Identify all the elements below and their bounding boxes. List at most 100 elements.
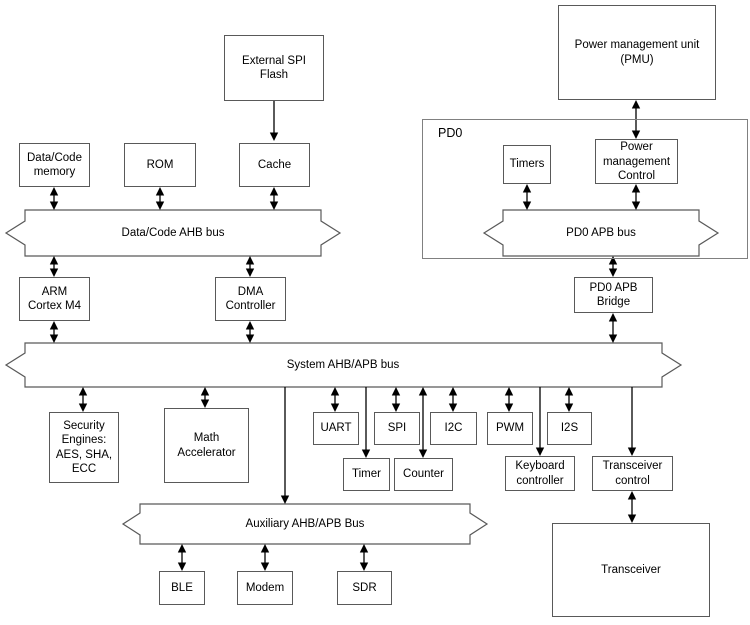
connector-auxbus-to-ble — [177, 544, 187, 571]
bus-label-system-ahb-apb: System AHB/APB bus — [286, 359, 400, 371]
math-accelerator-box-line: Accelerator — [177, 446, 236, 459]
arrowhead-down-pmu-to-pmcontrol — [631, 130, 641, 139]
timer-box-line: Timer — [352, 468, 381, 481]
i2c-box[interactable]: I2C — [430, 412, 477, 445]
external-spi-flash-box-line: External SPI — [242, 54, 306, 67]
bus-label-auxiliary-ahb-apb: Auxiliary AHB/APB Bus — [245, 518, 365, 530]
i2s-box-line: I2S — [560, 422, 579, 435]
connector-sysbus-to-pwm — [504, 387, 514, 412]
dma-controller-box-line: Controller — [225, 300, 276, 312]
timers-box-line: Timers — [509, 158, 545, 171]
pwm-box[interactable]: PWM — [487, 412, 533, 445]
connector-datacode-memory-to-bus — [49, 187, 59, 210]
bus-shape-pd0-apb — [482, 209, 720, 257]
arrowhead-down-sysbus-to-i2c — [448, 403, 458, 412]
arrowhead-up-pd0apb-to-bridge — [608, 256, 618, 265]
ble-box[interactable]: BLE — [159, 571, 205, 605]
arrowhead-down-cache-to-bus — [269, 201, 279, 210]
arrowhead-down-dma-to-sysbus — [245, 334, 255, 343]
ble-box-line: BLE — [171, 581, 193, 594]
keyboard-controller-box-line: controller — [516, 474, 564, 487]
modem-box[interactable]: Modem — [237, 571, 293, 605]
counter-box[interactable]: Counter — [394, 458, 453, 491]
rom-box-label: ROM — [147, 158, 174, 172]
i2s-box-label: I2S — [561, 421, 578, 435]
arrowhead-down-sysbus-to-pwm — [504, 403, 514, 412]
security-engines-box-line: Engines: — [61, 434, 107, 447]
arrowhead-down-rom-to-bus — [155, 201, 165, 210]
arrowhead-down-auxbus-to-sdr — [359, 562, 369, 571]
group-label-pd0: PD0 — [438, 126, 463, 140]
connector-sysbus-to-math — [200, 387, 210, 408]
sdr-box-label: SDR — [352, 581, 376, 595]
spi-box[interactable]: SPI — [374, 412, 420, 445]
arrowhead-down-sysbus-to-transceiver-control — [627, 447, 637, 456]
i2s-box[interactable]: I2S — [547, 412, 592, 445]
counter-box-line: Counter — [403, 468, 444, 481]
connector-bridge-to-sysbus — [608, 313, 618, 343]
transceiver-box-line: Transceiver — [601, 563, 661, 576]
connector-sysbus-to-transceiver-control — [627, 387, 637, 456]
transceiver-box-label: Transceiver — [601, 563, 661, 577]
transceiver-box[interactable]: Transceiver — [552, 523, 710, 617]
arrowhead-up-transceiver-control-to-transceiver — [627, 491, 637, 500]
arrowhead-down-bus-to-dma — [245, 268, 255, 277]
pwm-box-line: PWM — [495, 422, 525, 435]
rom-box[interactable]: ROM — [124, 143, 196, 187]
data-code-memory-box-line: Data/Code — [27, 151, 82, 164]
power-management-control-box-line: Control — [617, 169, 656, 182]
connector-sysbus-to-spi — [391, 387, 401, 412]
power-management-unit-box[interactable]: Power management unit(PMU) — [558, 5, 716, 100]
transceiver-control-box-line: Transceiver — [602, 460, 663, 473]
arm-cortex-m4-box-line: Cortex M4 — [27, 300, 82, 312]
uart-box[interactable]: UART — [313, 412, 359, 445]
sdr-box[interactable]: SDR — [337, 571, 392, 605]
cache-box[interactable]: Cache — [239, 143, 310, 187]
arrowhead-up-sysbus-to-counter — [418, 387, 428, 396]
timers-box[interactable]: Timers — [503, 145, 551, 184]
bus-label-datacode-ahb: Data/Code AHB bus — [121, 227, 225, 239]
connector-dma-to-sysbus — [245, 321, 255, 343]
arrowhead-down-pd0apb-to-bridge — [608, 268, 618, 277]
connector-arm-to-sysbus — [49, 321, 59, 343]
arrowhead-down-sysbus-to-uart — [330, 403, 340, 412]
bus-shape-system-ahb-apb — [4, 342, 683, 388]
arrowhead-down-sysbus-to-math — [200, 399, 210, 408]
rom-box-line: ROM — [146, 158, 174, 171]
arrowhead-down-bridge-to-sysbus — [608, 334, 618, 343]
cache-box-label: Cache — [258, 158, 291, 172]
timer-box[interactable]: Timer — [343, 458, 390, 491]
ble-box-label: BLE — [171, 581, 193, 595]
arrowhead-down-timers-to-pd0apb — [522, 201, 532, 210]
connector-timers-to-pd0apb — [522, 184, 532, 210]
uart-box-line: UART — [320, 422, 352, 435]
connector-bus-to-arm — [49, 256, 59, 277]
arrowhead-down-datacode-memory-to-bus — [49, 201, 59, 210]
arrowhead-up-arm-to-sysbus — [49, 321, 59, 330]
keyboard-controller-box-line: Keyboard — [515, 460, 565, 473]
timers-box-label: Timers — [510, 157, 545, 171]
connector-flash-to-cache — [269, 101, 279, 141]
arrowhead-down-sysbus-to-timer — [361, 449, 371, 458]
arrowhead-up-sysbus-to-spi — [391, 387, 401, 396]
connector-cache-to-bus — [269, 187, 279, 210]
arrowhead-up-auxbus-to-ble — [177, 544, 187, 553]
sdr-box-line: SDR — [352, 581, 377, 594]
